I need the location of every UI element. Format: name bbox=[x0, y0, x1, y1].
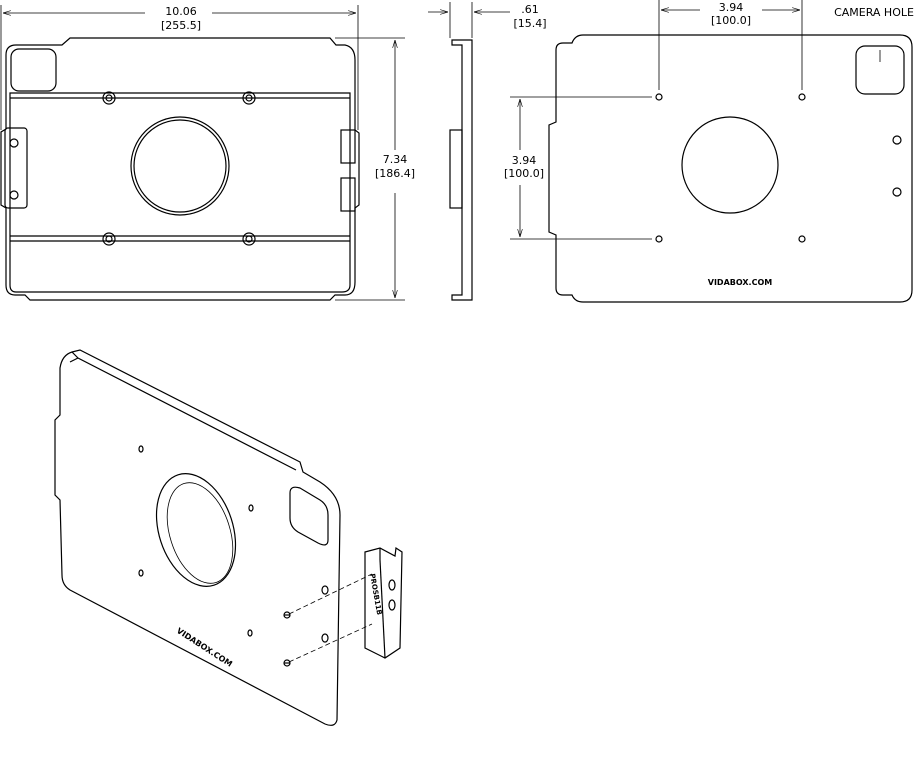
v-spacing-in: 3.94 bbox=[512, 154, 537, 167]
back-view: CAMERA HOLE 3.94 [100.0] 3.94 [100.0] VI… bbox=[504, 0, 914, 303]
center-hole bbox=[130, 116, 230, 216]
screw-icon bbox=[283, 659, 291, 667]
front-plate-outline bbox=[0, 37, 360, 301]
h-spacing-in: 3.94 bbox=[719, 1, 744, 14]
camera-hole-label: CAMERA HOLE bbox=[834, 6, 914, 19]
screw-icon bbox=[892, 135, 902, 145]
depth-dim-in: .61 bbox=[521, 3, 539, 16]
iso-brand-text: VIDABOX.COM bbox=[175, 626, 234, 669]
screw-icon bbox=[283, 611, 291, 619]
back-center-hole bbox=[681, 116, 779, 214]
back-brand-text: VIDABOX.COM bbox=[708, 278, 772, 287]
camera-cutout bbox=[10, 48, 57, 92]
back-plate-outline bbox=[548, 34, 913, 303]
side-clamp bbox=[4, 127, 28, 209]
width-dim-mm: [255.5] bbox=[161, 19, 201, 32]
side-profile bbox=[451, 39, 473, 301]
iso-holes bbox=[138, 445, 329, 643]
screw-icon bbox=[892, 187, 902, 197]
iso-plate-outline bbox=[54, 349, 341, 726]
depth-dim-mm: [15.4] bbox=[513, 17, 546, 30]
height-dim-mm: [186.4] bbox=[375, 167, 415, 180]
hex-nut-icons bbox=[9, 91, 256, 246]
isometric-view: VIDABOX.COM PROSB11B bbox=[54, 349, 403, 726]
vesa-holes bbox=[655, 93, 806, 243]
v-spacing-mm: [100.0] bbox=[504, 167, 544, 180]
h-spacing-mm: [100.0] bbox=[711, 14, 751, 27]
iso-side-clamp bbox=[364, 546, 403, 659]
iso-camera-cutout bbox=[289, 486, 329, 546]
height-dim-in: 7.34 bbox=[383, 153, 408, 166]
iso-center-hole bbox=[155, 473, 237, 587]
front-view: 10.06 [255.5] 7.34 [186.4] bbox=[0, 5, 415, 301]
width-dim-in: 10.06 bbox=[165, 5, 197, 18]
side-view: .61 [15.4] bbox=[428, 2, 547, 301]
camera-hole bbox=[855, 45, 905, 95]
